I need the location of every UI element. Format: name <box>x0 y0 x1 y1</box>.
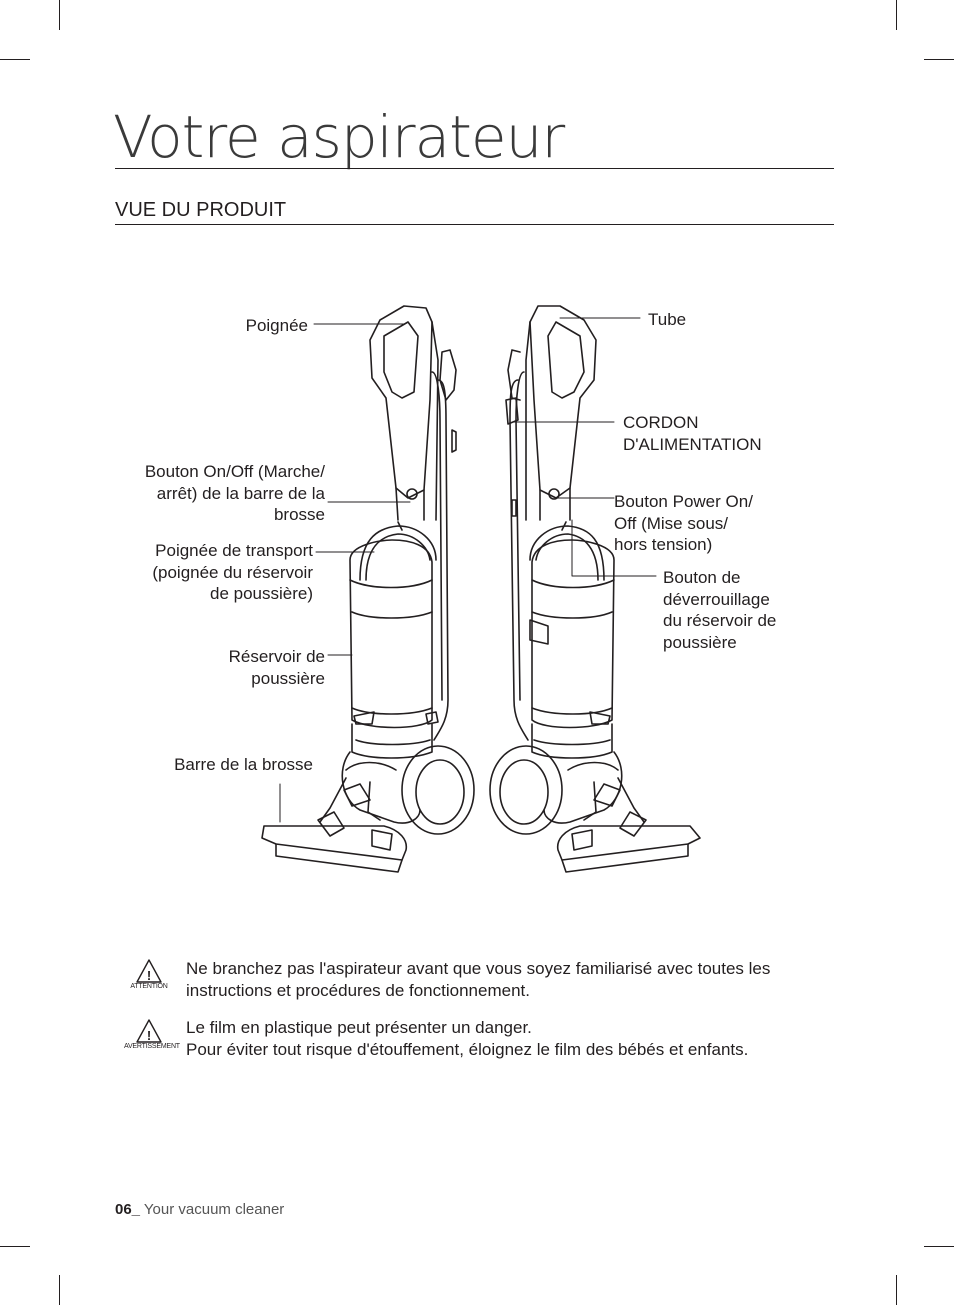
page-title: Votre aspirateur <box>113 103 565 171</box>
label-handle: Poignée <box>245 316 308 335</box>
leader-lines <box>279 317 657 823</box>
section-rule <box>115 224 834 225</box>
page-footer: 06_ Your vacuum cleaner <box>115 1201 284 1218</box>
footer-text: Your vacuum cleaner <box>140 1201 285 1218</box>
caution-icon: ! ATTENTION <box>124 958 174 1002</box>
svg-text:!: ! <box>147 1028 151 1043</box>
label-brush-bar: Barre de la brosse <box>174 755 313 774</box>
left-vacuum <box>261 305 475 873</box>
crop-mark <box>59 1275 60 1305</box>
crop-mark <box>0 59 30 60</box>
label-power-cord: CORDON D'ALIMENTATION <box>623 413 762 454</box>
label-power-button: Bouton Power On/ Off (Mise sous/ hors te… <box>614 492 753 554</box>
warning-word: AVERTISSEMENT <box>124 1043 180 1050</box>
title-rule <box>115 168 834 169</box>
crop-mark <box>59 0 60 30</box>
page-number: 06_ <box>115 1201 141 1218</box>
caution-word: ATTENTION <box>130 983 168 990</box>
label-brush-bar-switch: Bouton On/Off (Marche/ arrêt) de la barr… <box>144 462 325 524</box>
warning-icon: ! AVERTISSEMENT <box>124 1018 180 1062</box>
section-heading: VUE DU PRODUIT <box>115 199 287 221</box>
crop-mark <box>896 0 897 30</box>
crop-mark <box>0 1246 30 1247</box>
crop-mark <box>896 1275 897 1305</box>
label-bin-release: Bouton de déverrouillage du réservoir de… <box>663 568 777 652</box>
label-tube: Tube <box>648 310 687 329</box>
crop-mark <box>924 59 954 60</box>
crop-mark <box>924 1246 954 1247</box>
svg-text:!: ! <box>147 968 151 983</box>
label-dust-bin: Réservoir de poussière <box>228 647 325 688</box>
caution-text: Ne branchez pas l'aspirateur avant que v… <box>186 959 771 1000</box>
label-carry-handle: Poignée de transport (poignée du réservo… <box>152 541 313 603</box>
warning-text: Le film en plastique peut présenter un d… <box>186 1018 749 1059</box>
